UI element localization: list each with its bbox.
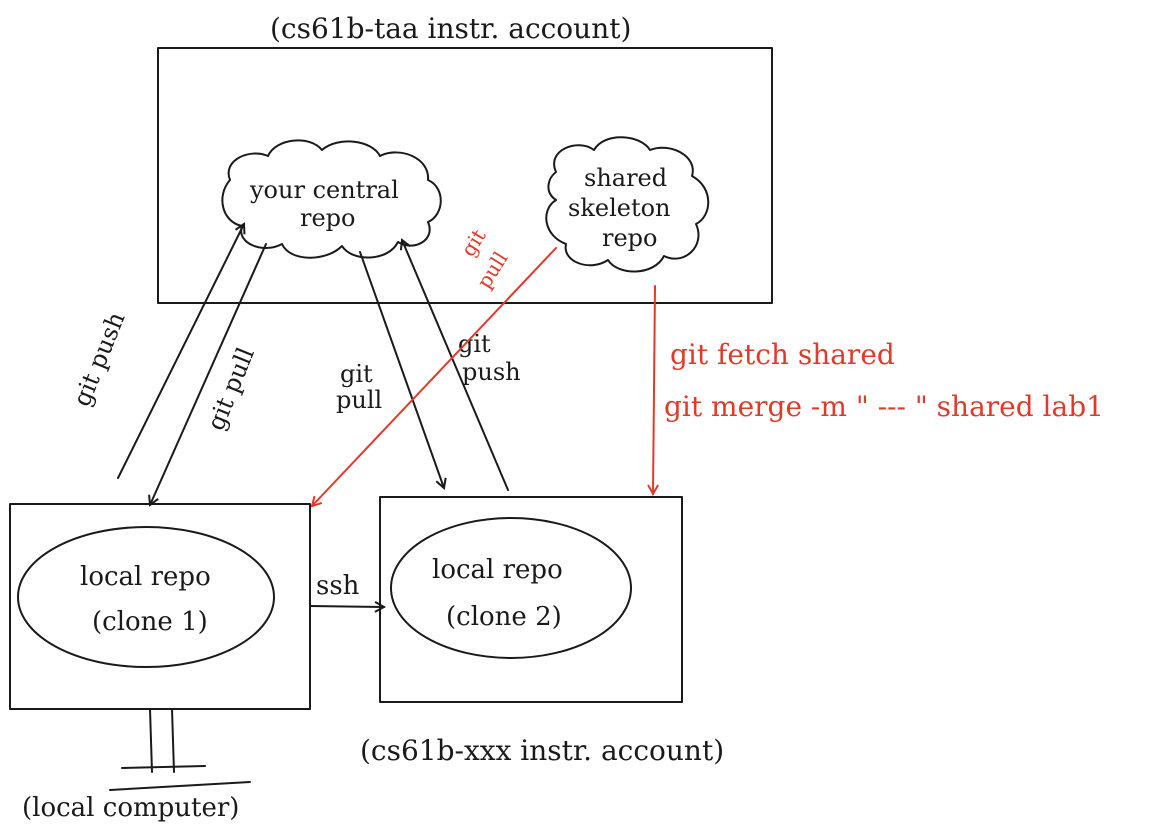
- skeleton-repo-cloud: shared skeleton repo: [545, 136, 710, 273]
- push-right-label-2: push: [462, 358, 521, 386]
- clone1-label-2: (clone 1): [92, 607, 208, 637]
- clone1-box: local repo (clone 1): [9, 503, 311, 710]
- skeleton-repo-label-1: shared: [584, 164, 667, 192]
- skeleton-repo-label-3: repo: [602, 224, 658, 252]
- git-push-right-arrow: git push: [402, 240, 521, 491]
- ssh-label: ssh: [316, 571, 360, 601]
- fetch-label: git fetch shared: [670, 338, 895, 371]
- red-fetch-merge-arrow: git fetch shared git merge -m " --- " sh…: [653, 285, 1104, 494]
- monitor-stand: (local computer): [22, 708, 251, 823]
- ssh-arrow: ssh: [309, 571, 384, 607]
- central-repo-label-2: repo: [300, 204, 356, 232]
- pull-left-label: git pull: [202, 344, 260, 435]
- clone2-label-1: local repo: [432, 555, 563, 585]
- clone2-label-2: (clone 2): [446, 602, 562, 632]
- merge-label: git merge -m " --- " shared lab1: [664, 390, 1104, 423]
- pull-mid-label-1: git: [340, 360, 373, 388]
- central-repo-cloud: your central repo: [221, 139, 442, 259]
- central-repo-label-1: your central: [249, 176, 399, 204]
- git-pull-left-arrow: git pull: [150, 243, 267, 505]
- pull-mid-label-2: pull: [336, 386, 382, 414]
- skeleton-repo-label-2: skeleton: [568, 194, 671, 222]
- bottom-account-label: (cs61b-xxx instr. account): [360, 734, 724, 767]
- red-pull-label-1: git: [456, 225, 491, 261]
- clone2-box: local repo (clone 2): [379, 496, 683, 703]
- push-left-label: git push: [68, 308, 131, 410]
- local-computer-label: (local computer): [22, 793, 239, 823]
- clone1-label-1: local repo: [80, 562, 211, 592]
- taa-account-box: (cs61b-taa instr. account): [157, 12, 773, 304]
- git-pull-mid-arrow: git pull: [336, 251, 444, 488]
- top-account-label: (cs61b-taa instr. account): [270, 12, 631, 45]
